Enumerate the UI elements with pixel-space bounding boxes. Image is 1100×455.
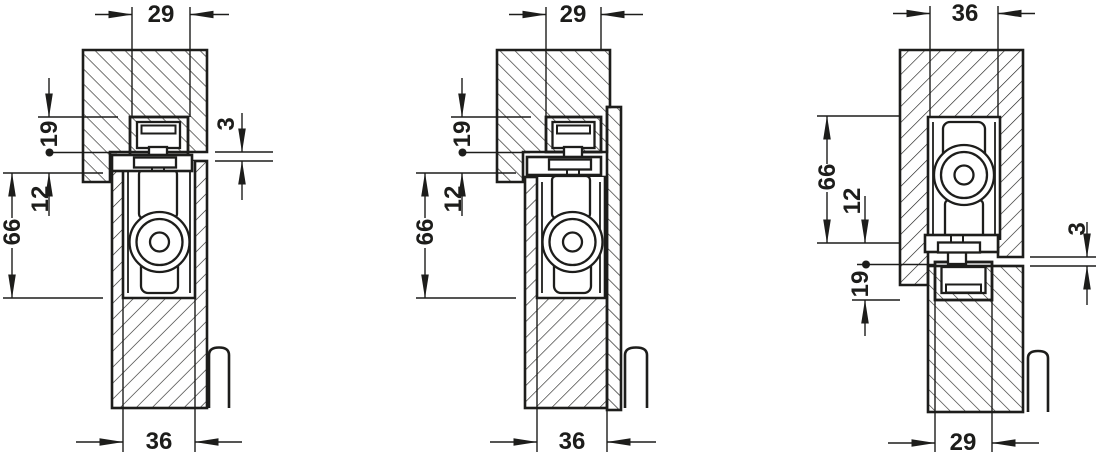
closer-axle [561, 231, 584, 253]
dim-label-top: 29 [560, 1, 587, 28]
dimension-left-stack: 66 12 19 [814, 115, 935, 336]
closer-axle [953, 164, 975, 186]
dim-label-top: 29 [148, 1, 175, 28]
dim-label-12: 12 [27, 186, 54, 213]
dim-label-66: 66 [0, 219, 26, 246]
hinge-pin [623, 346, 649, 408]
dim-label-bottom: 36 [146, 428, 173, 455]
dim-label-12: 12 [839, 188, 866, 215]
dimension-bottom: 36 [76, 298, 242, 455]
cavity-lining [932, 122, 996, 235]
slide-channel [933, 250, 994, 302]
dim-label-19: 19 [449, 121, 476, 148]
hinge-pin [1026, 349, 1050, 412]
panel-middle: 29 19 12 66 36 [412, 1, 656, 455]
dimension-top: 29 [509, 1, 643, 117]
panel-right: 36 66 12 19 3 29 [814, 0, 1096, 455]
arm-flange [936, 241, 982, 254]
slide-rail [140, 124, 177, 135]
dim-label-bottom: 29 [950, 429, 977, 455]
dimension-left-stack: 19 12 66 [412, 78, 531, 299]
slide-rail [945, 283, 982, 294]
closer-axle [148, 231, 171, 253]
dim-label-12: 12 [440, 186, 467, 213]
dimension-gap: 3 [1030, 222, 1096, 305]
dim-label-gap: 3 [213, 117, 240, 130]
dim-label-gap: 3 [1064, 222, 1091, 235]
arm-flange [132, 156, 178, 169]
dim-label-top: 36 [952, 0, 979, 27]
slide-channel [128, 115, 190, 160]
panel-left: 29 3 19 12 66 36 [0, 1, 273, 455]
dim-label-19: 19 [36, 121, 63, 148]
frame-facing-strip [605, 105, 623, 412]
slide-channel [544, 115, 603, 161]
dim-label-bottom: 36 [559, 428, 586, 455]
dimension-bottom: 36 [490, 298, 656, 455]
arm-flange [547, 158, 593, 171]
dim-label-66: 66 [412, 219, 439, 246]
dimension-top: 36 [893, 0, 1035, 117]
dimension-left-stack: 19 12 66 [0, 78, 118, 299]
dim-label-19: 19 [847, 271, 874, 298]
dimension-gap: 3 [213, 113, 273, 200]
hinge-pin [207, 346, 231, 408]
cavity-lining [127, 166, 191, 293]
closer-body [128, 168, 191, 295]
dimension-bottom: 29 [888, 300, 1039, 455]
dimension-top: 29 [95, 1, 229, 117]
dim-label-66: 66 [814, 164, 841, 191]
roller-stem [946, 250, 968, 266]
slide-rail [556, 124, 591, 135]
closer-body [932, 120, 996, 243]
